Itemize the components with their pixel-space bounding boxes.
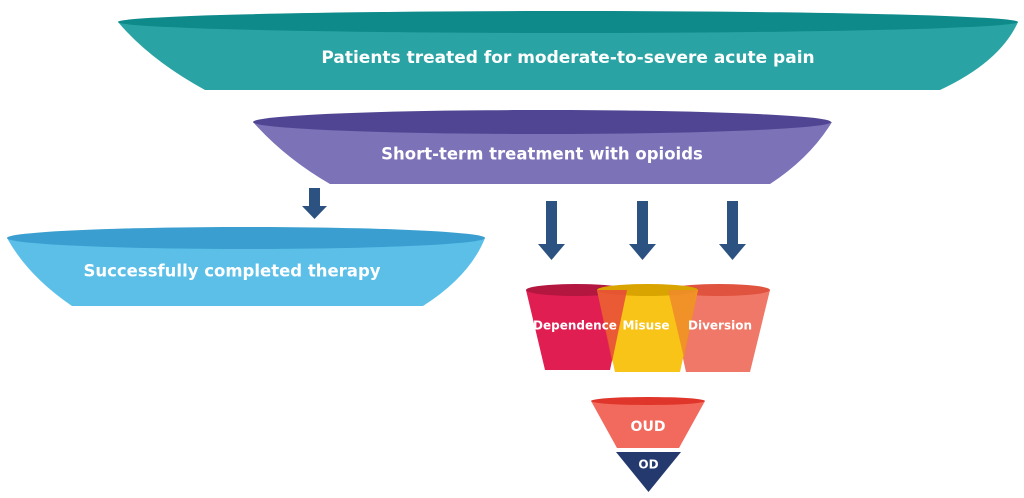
arrow-to-diversion <box>719 201 746 260</box>
tier-patients-label: Patients treated for moderate-to-severe … <box>321 48 814 68</box>
tier-patients-body <box>118 22 1018 90</box>
tier-completed-body <box>7 238 485 306</box>
outcome-od: OD <box>616 452 681 492</box>
outcome-od-label: OD <box>638 458 658 472</box>
tier-short-term-body <box>253 122 832 184</box>
outcome-oud-rim <box>591 397 705 405</box>
cup-overlap-right <box>668 290 698 358</box>
tier-patients: Patients treated for moderate-to-severe … <box>118 11 1018 90</box>
outcome-oud-body <box>591 401 705 448</box>
tier-completed-label: Successfully completed therapy <box>83 262 380 281</box>
cups: Dependence Misuse Diversion <box>526 284 770 372</box>
outcome-od-body <box>616 452 681 492</box>
arrow-to-misuse <box>629 201 656 260</box>
arrow-to-dependence <box>538 201 565 260</box>
outcome-oud-label: OUD <box>631 419 666 435</box>
tier-completed-rim <box>7 227 485 249</box>
arrow-to-completed <box>302 188 327 219</box>
tier-short-term: Short-term treatment with opioids <box>253 110 832 184</box>
arrows <box>302 188 746 260</box>
cup-overlap-left <box>597 290 627 362</box>
tier-short-term-rim <box>253 110 831 134</box>
tier-completed: Successfully completed therapy <box>7 227 485 306</box>
tier-patients-rim <box>118 11 1018 33</box>
outcome-oud: OUD <box>591 397 705 448</box>
tier-short-term-label: Short-term treatment with opioids <box>381 145 703 164</box>
cup-dependence-label: Dependence <box>533 319 617 333</box>
cup-misuse-label: Misuse <box>622 319 669 333</box>
cup-diversion-label: Diversion <box>688 319 752 333</box>
